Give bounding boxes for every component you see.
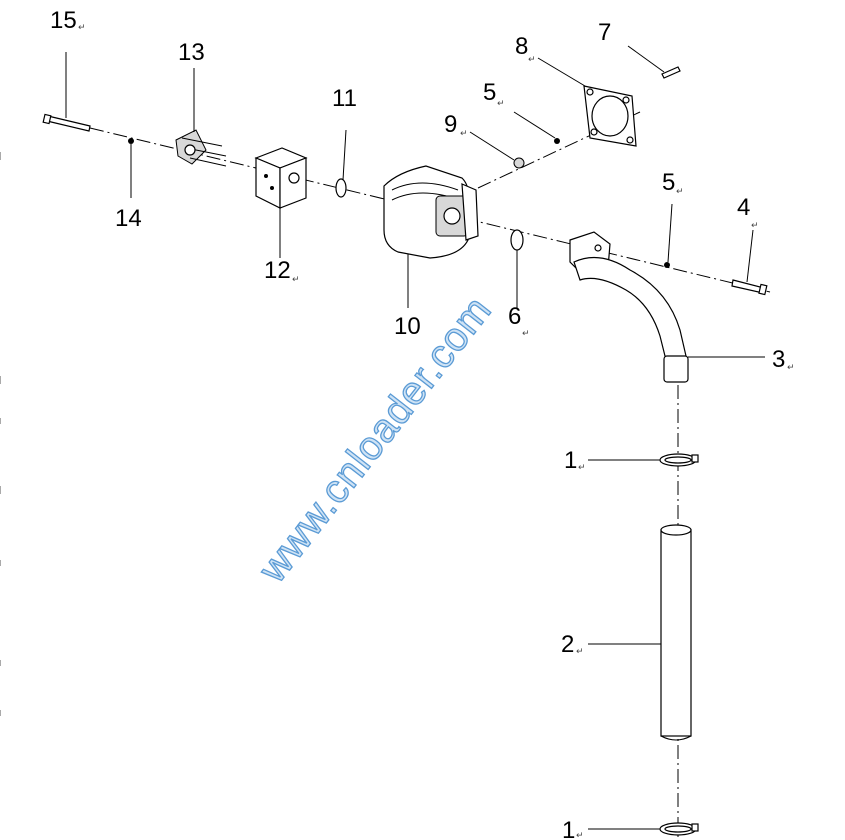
para-mark: ↵ [460,129,468,139]
callout-14: 14 [115,205,142,232]
flange-part-13 [175,129,227,167]
o-ring-part-11 [335,178,347,198]
watermark-text: www.cnloader.com [250,288,500,591]
callout-15: 15 [50,7,77,34]
callout-4: 4 [737,194,750,221]
callout-1-upper: 1 [564,447,577,474]
callout-5-lower: 5 [662,169,675,196]
para-mark: ↵ [676,187,684,197]
para-mark: ↵ [578,463,586,473]
bolt-part-4 [731,279,768,296]
para-mark: ↵ [78,23,86,33]
callout-10: 10 [394,313,421,340]
callout-3: 3 [772,346,785,373]
para-mark: ↵ [751,221,759,231]
bolt-part-15 [42,113,91,132]
leader-lines [65,45,765,830]
clamp-part-1-lower [659,822,699,836]
nut-part-9 [513,157,525,169]
callouts: 15 13 14 12 11 10 9 8 7 5 5 6 4 3 1 2 1 [50,7,785,840]
para-mark: ↵ [497,99,505,109]
para-mark: ↵ [576,647,584,657]
callout-7: 7 [598,19,611,46]
para-mark: ↵ [576,831,584,840]
callout-8: 8 [515,33,528,60]
gasket-part-8 [583,85,637,147]
callout-12: 12 [264,257,291,284]
callout-5-upper: 5 [483,79,496,106]
callout-6: 6 [508,303,521,330]
callout-13: 13 [178,39,205,66]
pin-part-7 [661,66,681,79]
washer-part-5-upper [554,138,560,144]
para-mark: ↵ [787,363,795,373]
hose-part-2 [660,524,692,741]
callout-2: 2 [561,631,574,658]
para-mark: ↵ [292,275,300,285]
clamp-part-1-upper [659,453,699,467]
para-mark: ↵ [528,55,536,65]
para-mark: ↵ [522,329,530,339]
callout-9: 9 [444,111,457,138]
callout-1-lower: 1 [562,817,575,840]
washer-part-5-lower [664,262,670,268]
pump-part-10 [383,165,479,259]
block-part-12 [254,147,308,209]
washer-part-14 [128,138,134,144]
callout-11: 11 [332,85,357,112]
o-ring-part-6 [510,229,524,251]
elbow-pipe-part-3 [569,231,689,383]
paragraph-marks: ↵ ↵ ↵ ↵ ↵ ↵ ↵ ↵ ↵ ↵ ↵ ↵ [78,23,795,840]
